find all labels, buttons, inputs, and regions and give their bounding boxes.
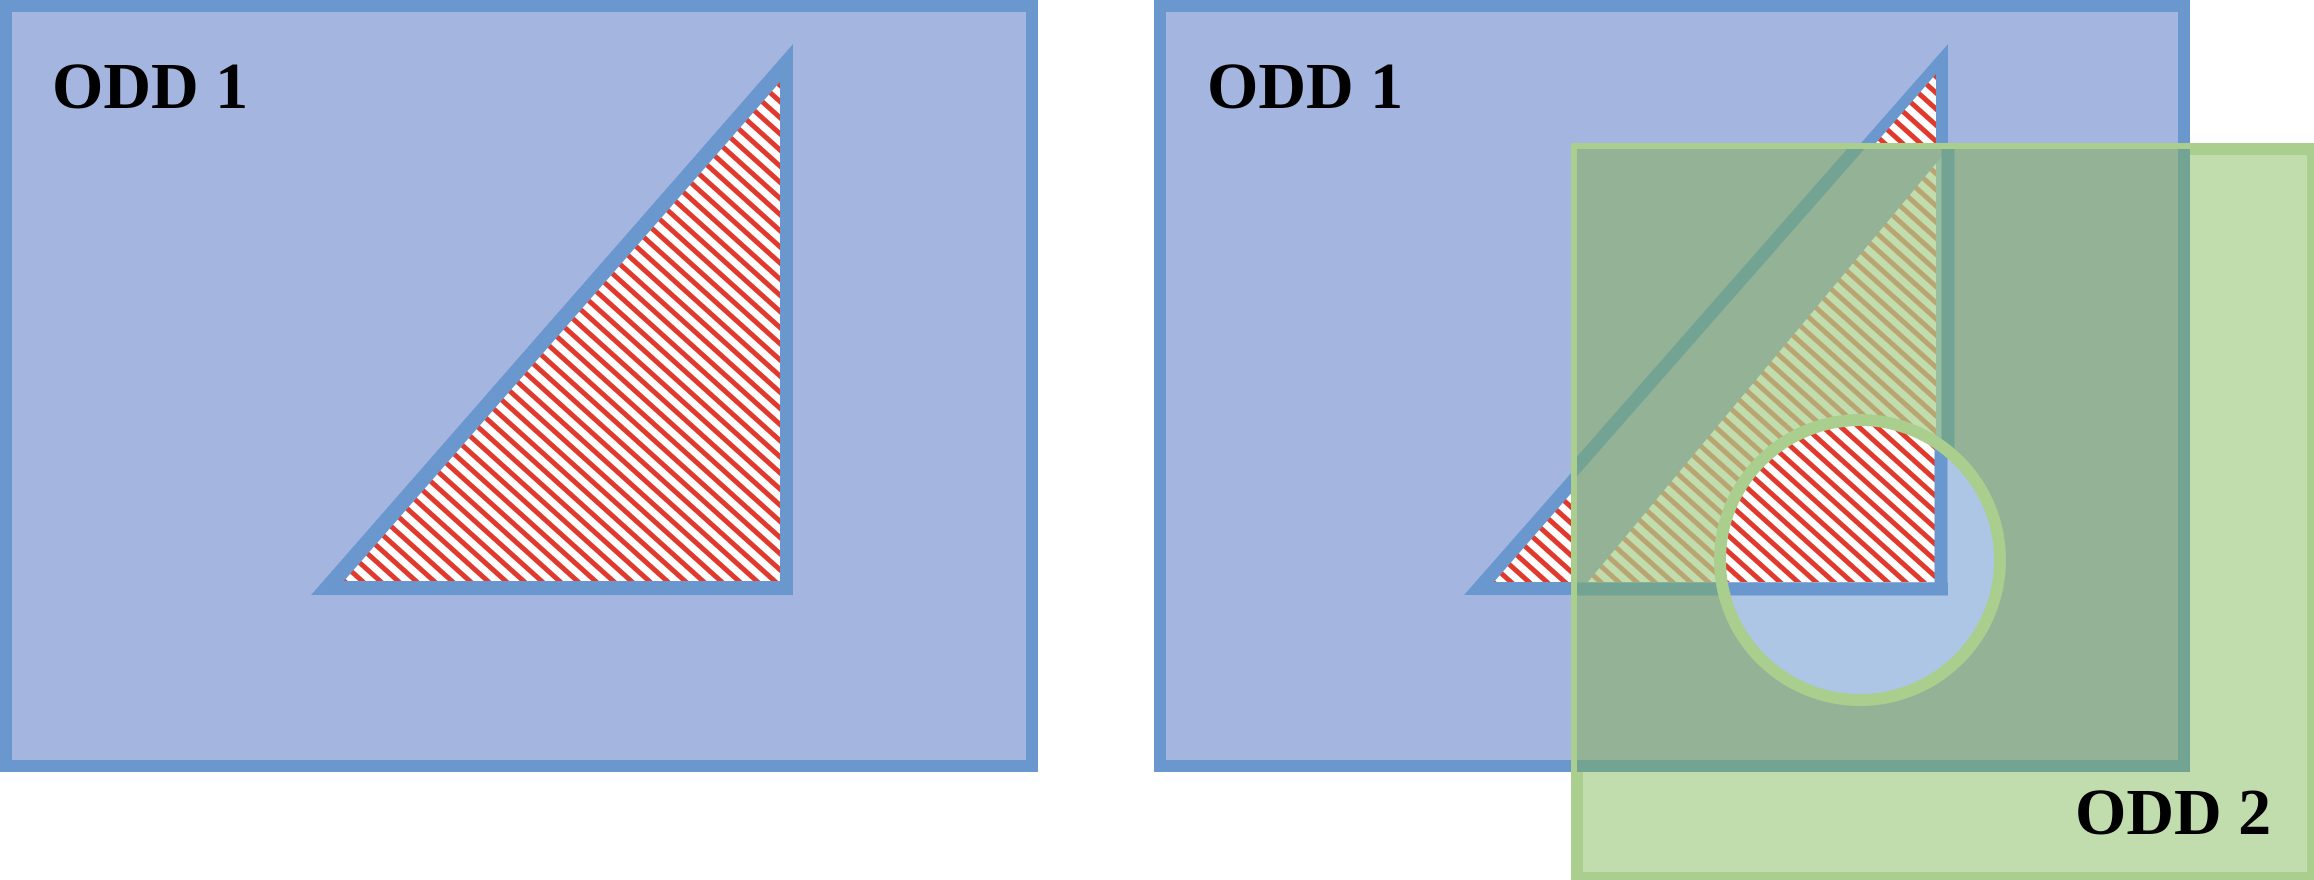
circle-outline xyxy=(1714,414,2006,706)
left-panel: ODD 1 xyxy=(0,0,1038,772)
circle-group xyxy=(1714,414,2006,706)
overlap-triangle-hypotenuse xyxy=(1577,149,1865,477)
right-panel: ODD 1 ODD 2 xyxy=(1154,0,2314,880)
odd1-triangle-hatched-area xyxy=(344,82,780,581)
odd2-label: ODD 2 xyxy=(2075,776,2271,849)
odd1-label: ODD 1 xyxy=(52,50,248,123)
odd1-label: ODD 1 xyxy=(1207,50,1403,123)
circle-hatched-triangle-part xyxy=(1725,425,1936,582)
